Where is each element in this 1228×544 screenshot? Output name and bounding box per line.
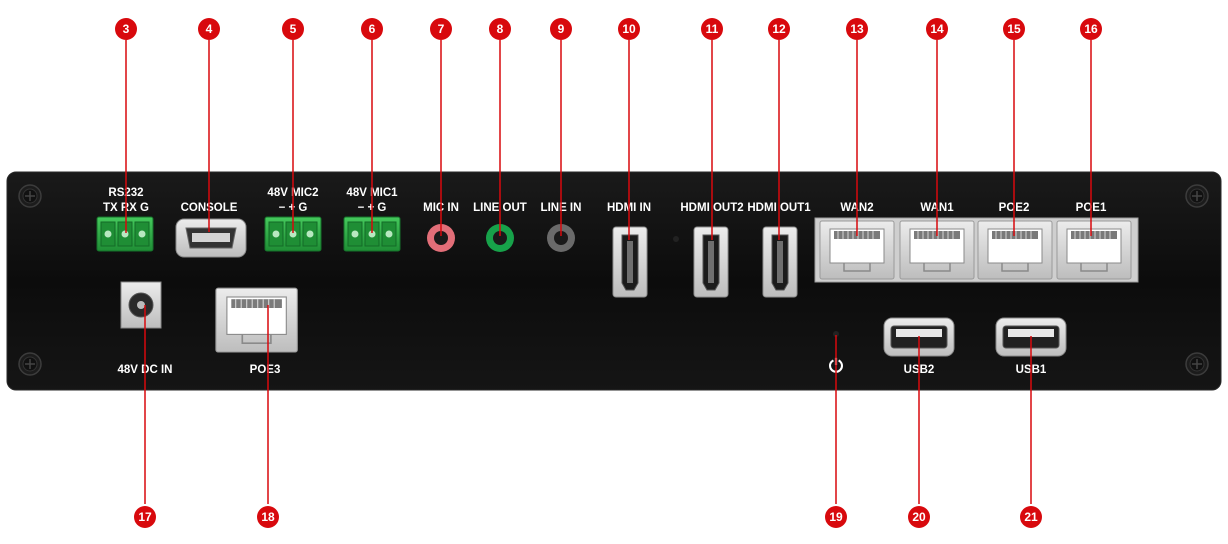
callout-6: 6 (361, 18, 383, 40)
hdmi-out1-port[interactable] (762, 226, 798, 298)
screw-top-left (18, 184, 42, 208)
indicator-led (673, 236, 679, 242)
svg-text:3: 3 (123, 22, 130, 36)
screw-top-right (1185, 184, 1209, 208)
line-out-jack[interactable] (486, 224, 514, 252)
callout-7: 7 (430, 18, 452, 40)
console-port[interactable] (175, 218, 247, 258)
svg-text:15: 15 (1007, 22, 1021, 36)
svg-text:9: 9 (558, 22, 565, 36)
svg-text:19: 19 (829, 510, 843, 524)
svg-text:14: 14 (930, 22, 944, 36)
callout-17: 17 (134, 506, 156, 528)
poe3-port[interactable] (215, 287, 299, 353)
svg-text:7: 7 (438, 22, 445, 36)
svg-text:21: 21 (1024, 510, 1038, 524)
hdmi-in-port[interactable] (612, 226, 648, 298)
callout-11: 11 (701, 18, 723, 40)
callout-21: 21 (1020, 506, 1042, 528)
poe1-port[interactable] (1056, 220, 1132, 280)
svg-text:18: 18 (261, 510, 275, 524)
line-in-jack[interactable] (547, 224, 575, 252)
callout-10: 10 (618, 18, 640, 40)
svg-text:13: 13 (850, 22, 864, 36)
poe3-label: POE3 (250, 364, 281, 376)
callout-12: 12 (768, 18, 790, 40)
callout-3: 3 (115, 18, 137, 40)
callout-20: 20 (908, 506, 930, 528)
screw-bottom-right (1185, 352, 1209, 376)
svg-text:12: 12 (772, 22, 786, 36)
mic-in-jack[interactable] (427, 224, 455, 252)
poe2-port[interactable] (977, 220, 1053, 280)
svg-text:10: 10 (622, 22, 636, 36)
svg-text:8: 8 (497, 22, 504, 36)
dc-in-jack[interactable] (120, 281, 162, 329)
svg-text:20: 20 (912, 510, 926, 524)
rs232-terminal[interactable] (96, 216, 154, 252)
callout-13: 13 (846, 18, 868, 40)
callout-14: 14 (926, 18, 948, 40)
callout-16: 16 (1080, 18, 1102, 40)
callout-leaders (125, 40, 1092, 504)
svg-text:11: 11 (706, 22, 719, 36)
callout-5: 5 (282, 18, 304, 40)
callout-4: 4 (198, 18, 220, 40)
callout-18: 18 (257, 506, 279, 528)
svg-text:17: 17 (138, 510, 152, 524)
svg-text:4: 4 (206, 22, 213, 36)
screw-bottom-left (18, 352, 42, 376)
svg-text:5: 5 (290, 22, 297, 36)
callout-19: 19 (825, 506, 847, 528)
hdmi-out2-port[interactable] (693, 226, 729, 298)
callout-9: 9 (550, 18, 572, 40)
callout-8: 8 (489, 18, 511, 40)
power-led (833, 331, 839, 337)
callout-15: 15 (1003, 18, 1025, 40)
svg-text:6: 6 (369, 22, 376, 36)
svg-text:16: 16 (1084, 22, 1098, 36)
